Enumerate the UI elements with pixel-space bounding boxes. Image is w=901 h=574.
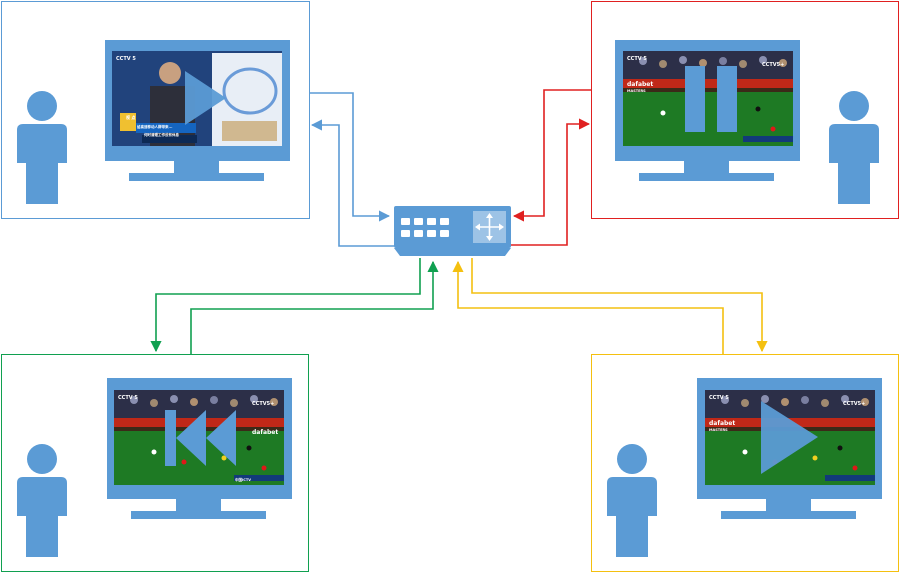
channel-logo: CCTV 5 (627, 56, 647, 62)
ticker-text: 中国ICTV (235, 477, 251, 482)
news-tag: 视 点 (126, 114, 135, 120)
connection-green (150, 258, 439, 354)
channel-logo: CCTV 5 (118, 395, 138, 401)
pause-icon (685, 66, 737, 132)
monitor-top-right: CCTV 5 CCTV5+ dafabet MASTERS (615, 40, 800, 181)
sponsor-sub: MASTERS (709, 428, 728, 432)
user-icon-bottom-left (17, 444, 67, 557)
rewind-icon (165, 410, 236, 466)
sponsor-logo: dafabet (709, 420, 735, 427)
monitor-top-left: CCTV 5 视 点 给高速移动人群带来... 何时清理工作没有休息 (105, 40, 290, 181)
sponsor-logo: dafabet (627, 81, 653, 88)
monitor-bottom-right: CCTV 5 CCTV5+ dafabet MASTERS (697, 378, 882, 519)
connection-yellow (452, 258, 768, 354)
channel-hd-logo: CCTV5+ (762, 62, 784, 68)
news-caption: 给高速移动人群带来... (137, 124, 173, 129)
news-subcaption: 何时清理工作没有休息 (144, 132, 179, 137)
play-icon (185, 71, 226, 125)
network-switch-icon (394, 206, 511, 256)
channel-hd-logo: CCTV5+ (252, 401, 274, 407)
user-icon-top-left (17, 91, 67, 204)
channel-logo: CCTV 5 (709, 395, 729, 401)
play-icon (761, 401, 818, 474)
sponsor-logo: dafabet (252, 429, 278, 436)
connection-red (508, 89, 591, 246)
connection-blue (310, 92, 394, 247)
channel-logo: CCTV 5 (116, 56, 136, 62)
sponsor-sub: MASTERS (627, 89, 646, 93)
user-icon-bottom-right (607, 444, 657, 557)
channel-hd-logo: CCTV5+ (843, 401, 865, 407)
monitor-bottom-left: CCTV 5 CCTV5+ dafabet 中国ICTV (107, 378, 292, 519)
user-icon-top-right (829, 91, 879, 204)
